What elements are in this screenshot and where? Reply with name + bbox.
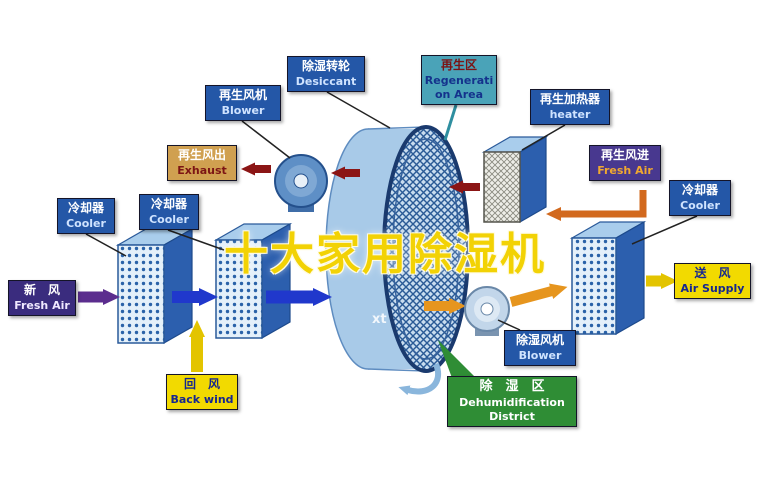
label-dehum-district-zh: 除 湿 区: [479, 379, 545, 394]
label-regen-heater: 再生加热器 heater: [530, 89, 610, 125]
heater-front-face: [483, 151, 521, 223]
label-regen-freshair: 再生风进 Fresh Air: [589, 145, 661, 181]
connector-dehum-blower-label: [497, 319, 521, 331]
label-back-wind: 回 风 Back wind: [166, 374, 238, 410]
label-regen-freshair-en: Fresh Air: [597, 163, 653, 177]
label-regen-blower-en: Blower: [221, 103, 265, 117]
cooler-unit-left-2: [213, 222, 293, 340]
label-regen-area-en2: on Area: [434, 87, 484, 101]
wheel-body-top-edge: [367, 126, 427, 130]
wheel-rotation-arrow: [398, 362, 441, 396]
label-dehum-blower: 除湿风机 Blower: [504, 330, 576, 366]
connector-regen-blower-label: [241, 120, 291, 159]
label-regen-heater-en: heater: [549, 107, 591, 121]
label-cooler-left2-zh: 冷却器: [150, 197, 187, 211]
blower-hub: [293, 173, 309, 189]
label-desiccant-zh: 除湿转轮: [301, 59, 350, 73]
connector-heater-label: [521, 124, 566, 151]
label-back-wind-zh: 回 风: [183, 377, 220, 391]
heater-unit: [481, 135, 549, 224]
label-dehum-blower-en: Blower: [518, 348, 562, 362]
label-fresh-air-inlet-zh: 新 风: [23, 283, 60, 297]
label-back-wind-en: Back wind: [170, 392, 234, 406]
label-dehum-district: 除 湿 区 Dehumidification District: [447, 376, 577, 428]
label-regen-heater-zh: 再生加热器: [539, 92, 600, 106]
connector-cooler-left1-label: [85, 233, 127, 257]
cooler-unit-right: [569, 220, 647, 336]
watermark-small-mark: xt: [372, 312, 387, 327]
label-regen-area-en1: Regenerati: [424, 73, 494, 87]
label-regen-area: 再生区 Regenerati on Area: [421, 55, 497, 106]
label-fresh-air-inlet-en: Fresh Air: [14, 298, 70, 312]
label-cooler-left1-en: Cooler: [66, 216, 106, 230]
cooler-side-face: [615, 220, 645, 336]
cooler-front-face: [571, 237, 617, 335]
arrow-blower-to-right-cooler: [509, 283, 568, 307]
regen-blower-fan: [274, 154, 328, 212]
label-cooler-left2: 冷却器 Cooler: [139, 194, 199, 230]
label-regen-exhaust-en: Exhaust: [177, 163, 227, 177]
connector-cooler-left2-label: [167, 229, 225, 251]
cooler-side-face: [163, 227, 193, 345]
cooler-front-face: [117, 244, 165, 344]
connector-desiccant-label: [326, 91, 391, 129]
label-dehum-district-en2: District: [489, 410, 535, 424]
label-regen-freshair-zh: 再生风进: [600, 148, 649, 162]
connector-regen-area-label: [443, 104, 458, 141]
label-regen-blower-zh: 再生风机: [218, 88, 267, 102]
label-cooler-left1: 冷却器 Cooler: [57, 198, 115, 234]
wheel-body-bottom-edge: [367, 368, 427, 372]
cooler-unit-left-1: [115, 227, 195, 345]
connector-cooler-right-label: [631, 215, 698, 245]
watermark-text: 十大家用除湿机: [224, 229, 546, 280]
desiccant-wheel: [325, 125, 470, 373]
blower-hub: [480, 302, 494, 316]
label-regen-exhaust-zh: 再生风出: [177, 148, 226, 162]
label-cooler-right-zh: 冷却器: [681, 183, 718, 197]
label-cooler-right: 冷却器 Cooler: [669, 180, 731, 216]
label-cooler-left1-zh: 冷却器: [67, 201, 104, 215]
label-desiccant-en: Desiccant: [295, 74, 357, 88]
label-dehum-district-en1: Dehumidification: [459, 395, 565, 409]
dehum-blower-fan: [464, 286, 510, 336]
label-air-supply: 送 风 Air Supply: [674, 263, 751, 299]
label-cooler-right-en: Cooler: [680, 198, 720, 212]
label-fresh-air-inlet: 新 风 Fresh Air: [8, 280, 76, 316]
connector-dehum-district-wedge: [438, 340, 476, 378]
label-regen-blower: 再生风机 Blower: [205, 85, 281, 121]
label-air-supply-zh: 送 风: [694, 266, 731, 280]
label-desiccant: 除湿转轮 Desiccant: [287, 56, 365, 92]
wheel-rotor-rim: [392, 138, 460, 360]
label-cooler-left2-en: Cooler: [149, 212, 189, 226]
label-regen-area-zh: 再生区: [440, 58, 477, 72]
label-dehum-blower-zh: 除湿风机: [515, 333, 564, 347]
label-air-supply-en: Air Supply: [680, 281, 745, 295]
label-regen-exhaust: 再生风出 Exhaust: [167, 145, 237, 181]
arrow-regen-freshair-to-heater: [546, 190, 647, 221]
